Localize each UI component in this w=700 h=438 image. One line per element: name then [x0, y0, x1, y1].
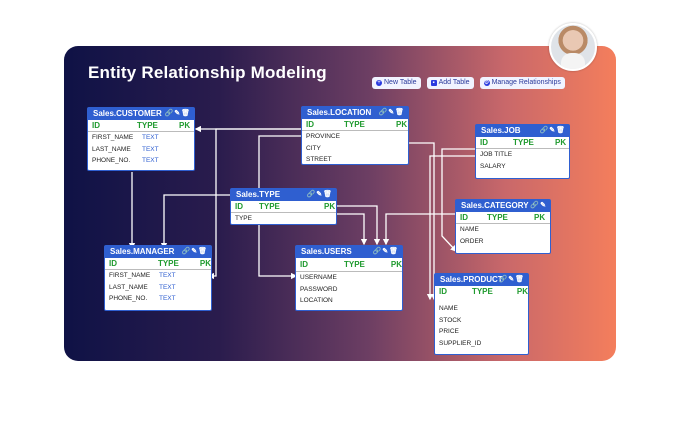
- toolbar: +New Table ▪Add Table ⚙Manage Relationsh…: [372, 77, 565, 89]
- column-row[interactable]: LOCATION: [300, 297, 333, 304]
- rel-type-manager: [160, 194, 232, 250]
- rel-location-manager: [207, 128, 302, 280]
- table-actions[interactable]: 🔗✎🗑: [498, 276, 525, 283]
- column-row[interactable]: PRICE: [439, 328, 459, 335]
- table-actions[interactable]: 🔗✎🗑: [306, 191, 333, 198]
- column-row[interactable]: PHONE_NO.TEXT: [109, 295, 176, 302]
- rel-location-product: [408, 142, 438, 301]
- table-actions[interactable]: 🔗✎🗑: [372, 248, 399, 255]
- column-row[interactable]: PASSWORD: [300, 285, 338, 293]
- column-row[interactable]: ORDER: [460, 237, 484, 245]
- page-title: Entity Relationship Modeling: [88, 63, 327, 82]
- table-actions[interactable]: 🔗✎🗑: [181, 248, 208, 255]
- add-table-button[interactable]: ▪Add Table: [426, 77, 474, 89]
- table-header[interactable]: Sales.CUSTOMER🔗✎🗑: [88, 108, 194, 120]
- table-header[interactable]: Sales.LOCATION🔗✎🗑: [302, 107, 408, 119]
- column-row[interactable]: NAME: [439, 305, 458, 312]
- column-row[interactable]: SALARY: [480, 162, 506, 170]
- column-row[interactable]: PHONE_NO.TEXT: [92, 157, 159, 164]
- column-row[interactable]: PROVINCE: [306, 133, 340, 140]
- rel-job-category: [441, 148, 476, 252]
- table-header[interactable]: Sales.PRODUCT🔗✎🗑: [435, 274, 528, 286]
- table-header[interactable]: Sales.JOB🔗✎🗑: [476, 125, 569, 137]
- column-row[interactable]: CITY: [306, 144, 321, 152]
- rel-type-users-2: [337, 213, 368, 246]
- table-header[interactable]: Sales.MANAGER🔗✎🗑: [105, 246, 211, 258]
- gear-icon: ⚙: [483, 80, 490, 86]
- plus-icon: +: [376, 80, 382, 86]
- column-row[interactable]: USERNAME: [300, 274, 337, 281]
- canvas: Entity Relationship Modeling +New Table …: [64, 46, 616, 361]
- table-header[interactable]: Sales.TYPE🔗✎🗑: [231, 189, 336, 201]
- table-actions[interactable]: 🔗✎🗑: [539, 127, 566, 134]
- table-header[interactable]: Sales.USERS🔗✎🗑: [296, 246, 402, 258]
- column-row[interactable]: NAME: [460, 226, 479, 233]
- table-icon: ▪: [430, 80, 437, 86]
- column-row[interactable]: JOB TITLE: [480, 151, 513, 158]
- column-row[interactable]: STOCK: [439, 316, 462, 324]
- relationship-lines: [128, 125, 476, 301]
- new-table-button[interactable]: +New Table: [372, 77, 421, 89]
- table-actions[interactable]: 🔗✎🗑: [164, 110, 191, 117]
- table-header[interactable]: Sales.CATEGORY🔗✎: [456, 200, 550, 212]
- table-actions[interactable]: 🔗✎🗑: [378, 109, 405, 116]
- rel-category-users: [382, 213, 456, 246]
- table-actions[interactable]: 🔗✎: [530, 202, 547, 209]
- rel-type-users: [337, 205, 381, 246]
- avatar[interactable]: [549, 23, 597, 71]
- column-row[interactable]: SUPPLIER_ID: [439, 339, 482, 347]
- rel-job-product: [426, 155, 476, 301]
- manage-relationships-button[interactable]: ⚙Manage Relationships: [479, 77, 565, 89]
- column-row[interactable]: STREET: [306, 156, 332, 163]
- column-row[interactable]: TYPE: [235, 215, 252, 222]
